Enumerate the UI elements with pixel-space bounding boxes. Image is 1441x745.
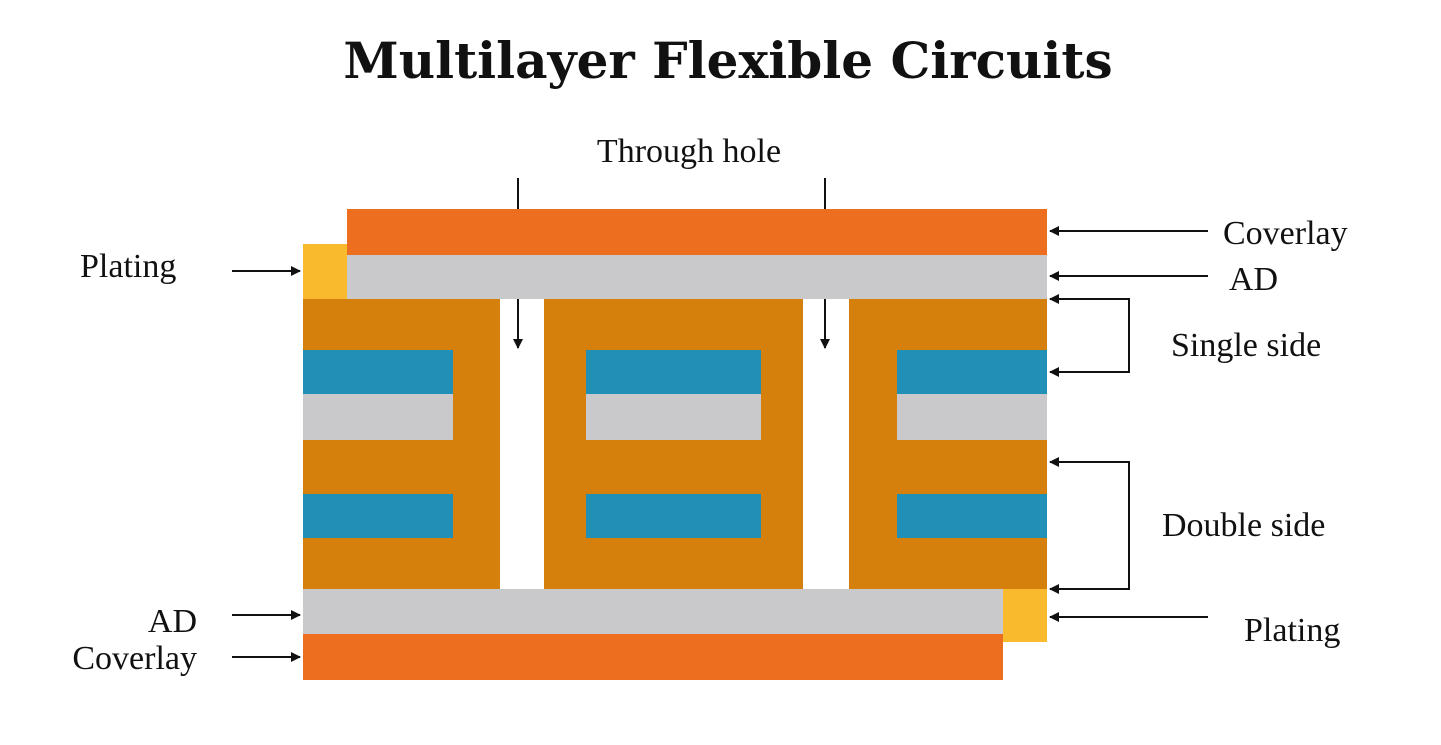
label-ad-bottom: AD [148, 603, 197, 640]
label-plating-left: Plating [80, 248, 176, 285]
copper-layer-right-lower [897, 494, 1047, 538]
adhesive-layer-right [897, 394, 1047, 440]
adhesive-top-layer [347, 255, 1047, 299]
label-coverlay-bottom: Coverlay [72, 640, 197, 677]
substrate-block-middle [544, 299, 803, 589]
coverlay-top-layer [347, 209, 1047, 255]
adhesive-layer-middle [586, 394, 761, 440]
label-through-hole: Through hole [597, 133, 781, 170]
copper-layer-middle-upper [586, 350, 761, 394]
substrate-block-right [849, 299, 1047, 589]
copper-layer-middle-lower [586, 494, 761, 538]
substrate-block-left [303, 299, 500, 589]
label-coverlay-top: Coverlay [1223, 215, 1348, 252]
label-ad-top: AD [1229, 261, 1278, 298]
adhesive-bottom-layer [303, 589, 1003, 634]
label-single-side: Single side [1171, 327, 1321, 364]
plating-bottom-right [1003, 589, 1047, 642]
copper-layer-right-upper [897, 350, 1047, 394]
coverlay-bottom-layer [303, 634, 1003, 680]
label-double-side: Double side [1162, 507, 1325, 544]
plating-top-left [303, 244, 347, 299]
copper-layer-left-upper [303, 350, 453, 394]
label-plating-right: Plating [1244, 612, 1340, 649]
diagram-title: Multilayer Flexible Circuits [343, 31, 1112, 90]
copper-layer-left-lower [303, 494, 453, 538]
adhesive-layer-left [303, 394, 453, 440]
